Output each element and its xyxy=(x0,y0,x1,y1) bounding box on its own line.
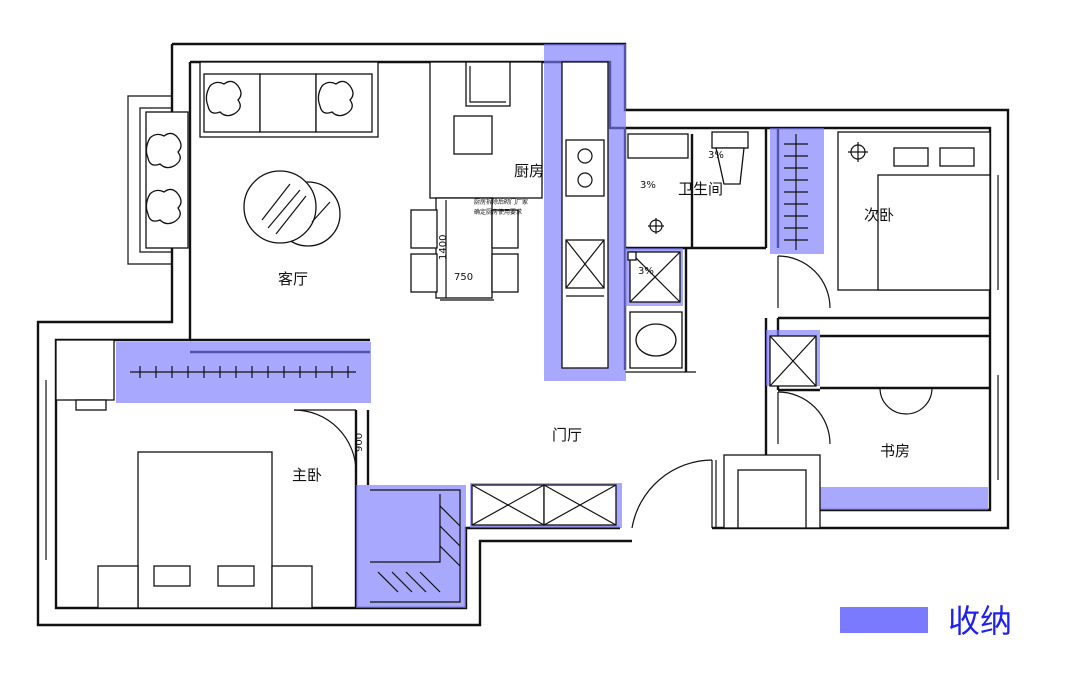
storage-study-shelf xyxy=(820,487,988,510)
legend-swatch xyxy=(840,607,928,633)
living-furniture xyxy=(145,61,379,249)
master-bedroom-furniture xyxy=(55,339,461,609)
dimension-table-width: 750 xyxy=(454,272,473,283)
legend-label: 收纳 xyxy=(948,602,1012,640)
room-label-bathroom: 卫生间 xyxy=(678,180,723,198)
kitchen-note-line1: 厨房拆除后砌门厂家 xyxy=(474,198,528,206)
legend: 收纳 xyxy=(840,602,1012,640)
room-label-foyer: 门厅 xyxy=(552,426,582,444)
dimension-door-width: 900 xyxy=(354,433,365,452)
storage-master-wardrobe xyxy=(356,485,466,608)
kitchen-furniture xyxy=(410,61,609,369)
room-label-kitchen: 厨房 xyxy=(514,162,544,180)
slope-kitchen-floor: 3% xyxy=(640,180,656,191)
bathroom-fixtures xyxy=(627,131,749,369)
study-furniture xyxy=(715,335,933,529)
room-label-second-bedroom: 次卧 xyxy=(864,206,894,224)
foyer-furniture xyxy=(471,459,713,529)
dimension-table-height: 1400 xyxy=(438,235,449,260)
room-label-living: 客厅 xyxy=(278,270,308,288)
room-label-master-bedroom: 主卧 xyxy=(292,466,322,484)
living-storage-ticks xyxy=(130,366,356,378)
storage-wardrobe-second xyxy=(770,128,824,254)
room-label-study: 书房 xyxy=(880,442,910,460)
slope-bath-floor-1: 3% xyxy=(708,150,724,161)
kitchen-note-line2: 确定厨房使用要求 xyxy=(474,208,522,216)
wardrobe-hangers-second xyxy=(784,143,808,241)
second-bedroom-furniture xyxy=(777,131,991,309)
slope-bath-floor-2: 3% xyxy=(638,266,654,277)
